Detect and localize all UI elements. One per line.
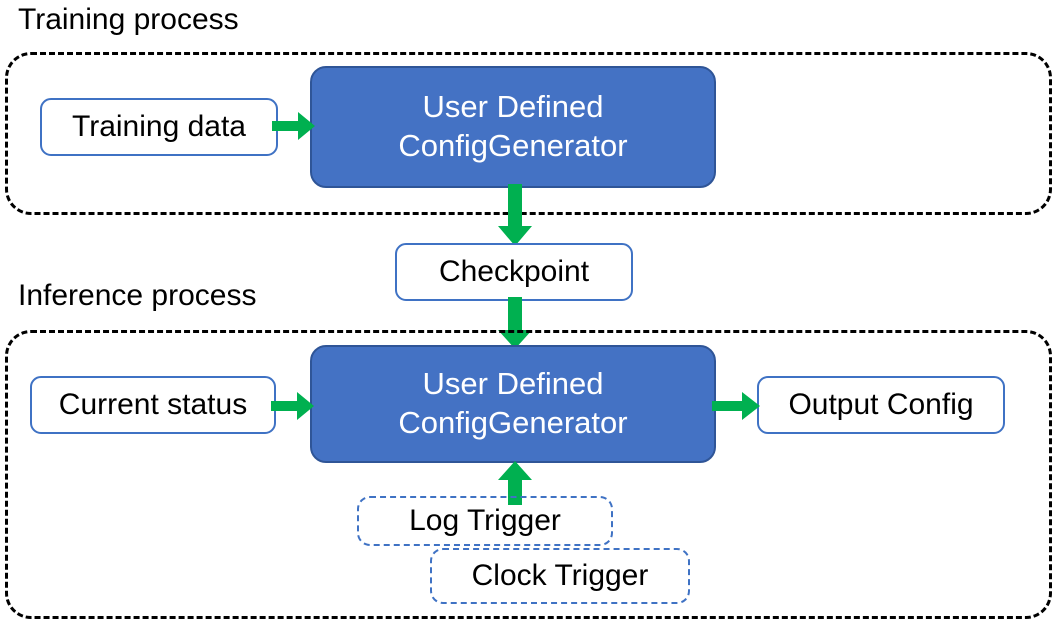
- node-generator-training-line2: ConfigGenerator: [398, 128, 628, 163]
- node-training-data[interactable]: Training data: [40, 98, 278, 156]
- node-user-defined-configgenerator-training[interactable]: User Defined ConfigGenerator: [310, 66, 716, 188]
- node-generator-inference-line2: ConfigGenerator: [398, 405, 628, 440]
- node-log-trigger-label: Log Trigger: [409, 504, 561, 538]
- node-clock-trigger-label: Clock Trigger: [471, 559, 649, 593]
- node-checkpoint-label: Checkpoint: [438, 255, 590, 289]
- training-process-label: Training process: [18, 3, 239, 36]
- node-checkpoint[interactable]: Checkpoint: [395, 243, 633, 301]
- node-output-config-label: Output Config: [788, 388, 974, 422]
- node-clock-trigger[interactable]: Clock Trigger: [430, 548, 690, 604]
- inference-process-container: [5, 330, 1052, 619]
- node-current-status[interactable]: Current status: [30, 376, 276, 434]
- node-user-defined-configgenerator-inference[interactable]: User Defined ConfigGenerator: [310, 345, 716, 463]
- node-training-data-label: Training data: [72, 110, 246, 144]
- node-generator-inference-line1: User Defined: [422, 366, 604, 402]
- node-log-trigger[interactable]: Log Trigger: [357, 496, 613, 546]
- node-generator-training-line1: User Defined: [422, 89, 604, 125]
- node-output-config[interactable]: Output Config: [757, 376, 1005, 434]
- node-current-status-label: Current status: [58, 388, 248, 422]
- inference-process-label: Inference process: [18, 279, 257, 312]
